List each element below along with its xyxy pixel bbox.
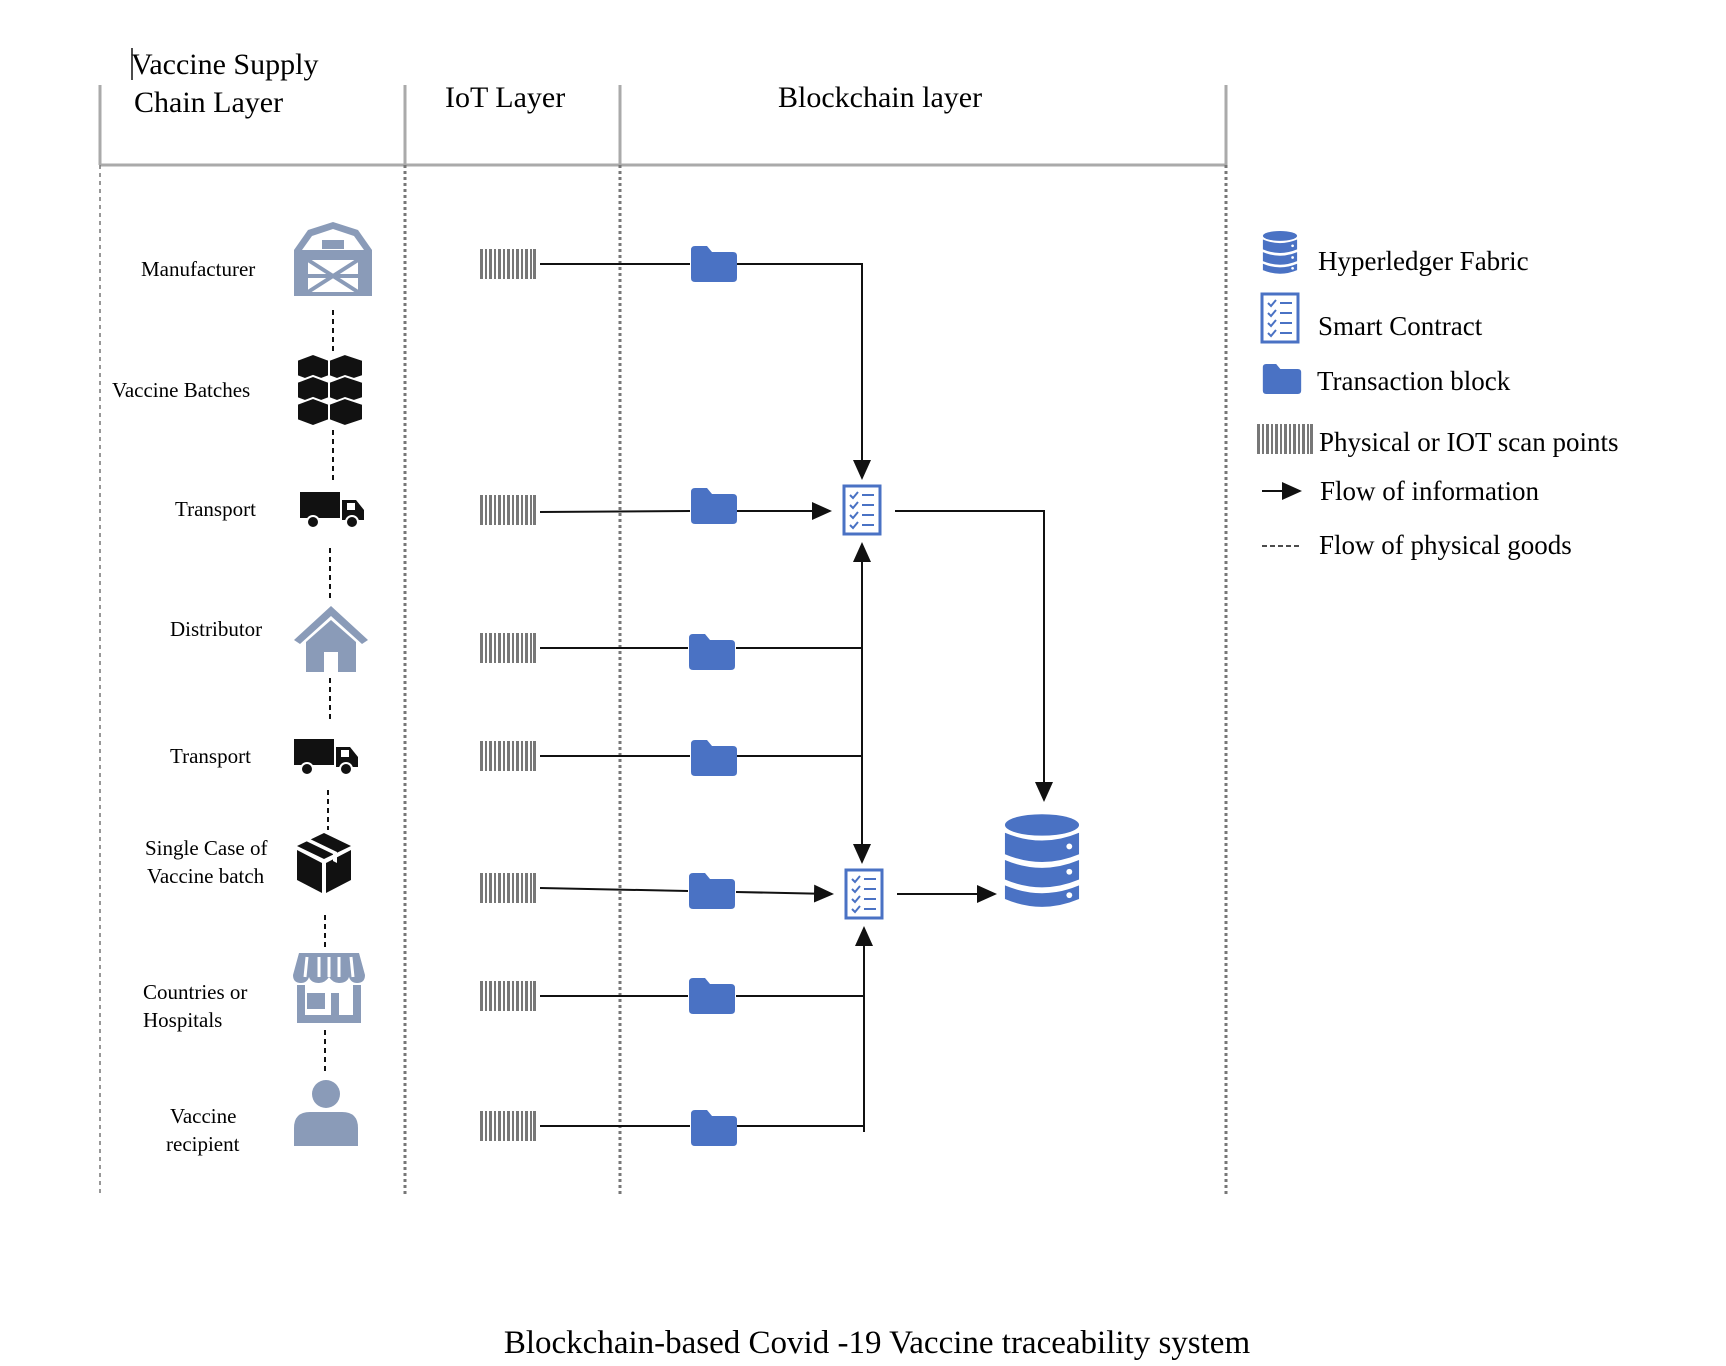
scan-points bbox=[480, 249, 536, 1141]
information-flow bbox=[539, 263, 1053, 1132]
legend-label: Transaction block bbox=[1317, 366, 1511, 396]
stage-countries-hospitals: Countries or Hospitals bbox=[143, 953, 365, 1032]
stage-vaccine-batches: Vaccine Batches bbox=[112, 353, 364, 427]
truck-icon bbox=[294, 738, 359, 776]
legend: Hyperledger Fabric Smart Contract Transa… bbox=[1257, 230, 1618, 560]
folder-icon bbox=[689, 978, 735, 1014]
legend-label: Hyperledger Fabric bbox=[1318, 246, 1529, 276]
barcode-icon bbox=[480, 249, 536, 279]
column-frame bbox=[98, 85, 1228, 1195]
smart-contract-2-checklist-icon bbox=[844, 868, 884, 920]
legend-label: Physical or IOT scan points bbox=[1319, 427, 1618, 457]
stage-label: Countries or bbox=[143, 980, 247, 1004]
folder-icon bbox=[691, 740, 737, 776]
transaction-blocks bbox=[689, 246, 737, 1146]
truck-icon bbox=[300, 491, 365, 529]
header-supply-chain-line1: Vaccine Supply bbox=[131, 48, 318, 81]
barcode-icon bbox=[480, 1111, 536, 1141]
stage-transport-2: Transport bbox=[170, 738, 359, 776]
stage-manufacturer: Manufacturer bbox=[141, 222, 374, 296]
legend-label: Smart Contract bbox=[1318, 311, 1483, 341]
stage-label: Manufacturer bbox=[141, 257, 255, 281]
smart-contract-1-checklist-icon bbox=[842, 484, 882, 536]
stage-transport-1: Transport bbox=[175, 491, 365, 529]
stage-vaccine-recipient: Vaccine recipient bbox=[166, 1080, 358, 1156]
barcode-icon bbox=[480, 633, 536, 663]
folder-icon bbox=[691, 1110, 737, 1146]
stage-label: Transport bbox=[170, 744, 251, 768]
stage-label: Vaccine bbox=[170, 1104, 236, 1128]
database-icon bbox=[1262, 230, 1298, 274]
stage-label: Vaccine Batches bbox=[112, 378, 250, 402]
barn-icon bbox=[292, 222, 374, 296]
stage-label: recipient bbox=[166, 1132, 240, 1156]
legend-label: Flow of physical goods bbox=[1319, 530, 1572, 560]
folder-icon bbox=[691, 488, 737, 524]
stage-label: Single Case of bbox=[145, 836, 267, 860]
folder-icon bbox=[689, 873, 735, 909]
physical-goods-flow bbox=[324, 310, 334, 1075]
hyperledger-database-icon bbox=[1004, 814, 1080, 907]
stage-label: Vaccine batch bbox=[147, 864, 265, 888]
package-icon bbox=[297, 833, 351, 893]
stage-label: Distributor bbox=[170, 617, 262, 641]
boxes-stack-icon bbox=[296, 353, 364, 427]
house-icon bbox=[294, 606, 368, 672]
folder-icon bbox=[689, 634, 735, 670]
barcode-icon bbox=[480, 495, 536, 525]
header-blockchain-layer: Blockchain layer bbox=[778, 81, 982, 114]
folder-icon bbox=[1262, 364, 1302, 394]
checklist-icon bbox=[1260, 292, 1300, 344]
person-icon bbox=[294, 1080, 358, 1146]
legend-label: Flow of information bbox=[1320, 476, 1539, 506]
barcode-icon bbox=[480, 741, 536, 771]
barcode-icon bbox=[480, 873, 536, 903]
header-iot-layer: IoT Layer bbox=[445, 81, 565, 114]
folder-icon bbox=[691, 246, 737, 282]
stage-label: Transport bbox=[175, 497, 256, 521]
stage-label: Hospitals bbox=[143, 1008, 222, 1032]
header-supply-chain-line2: Chain Layer bbox=[134, 86, 283, 119]
barcode-icon bbox=[1257, 424, 1313, 454]
barcode-icon bbox=[480, 981, 536, 1011]
stage-single-case: Single Case of Vaccine batch bbox=[145, 833, 351, 893]
figure-caption: Blockchain-based Covid -19 Vaccine trace… bbox=[504, 1325, 1251, 1361]
stage-distributor: Distributor bbox=[170, 606, 368, 672]
storefront-icon bbox=[293, 953, 365, 1023]
